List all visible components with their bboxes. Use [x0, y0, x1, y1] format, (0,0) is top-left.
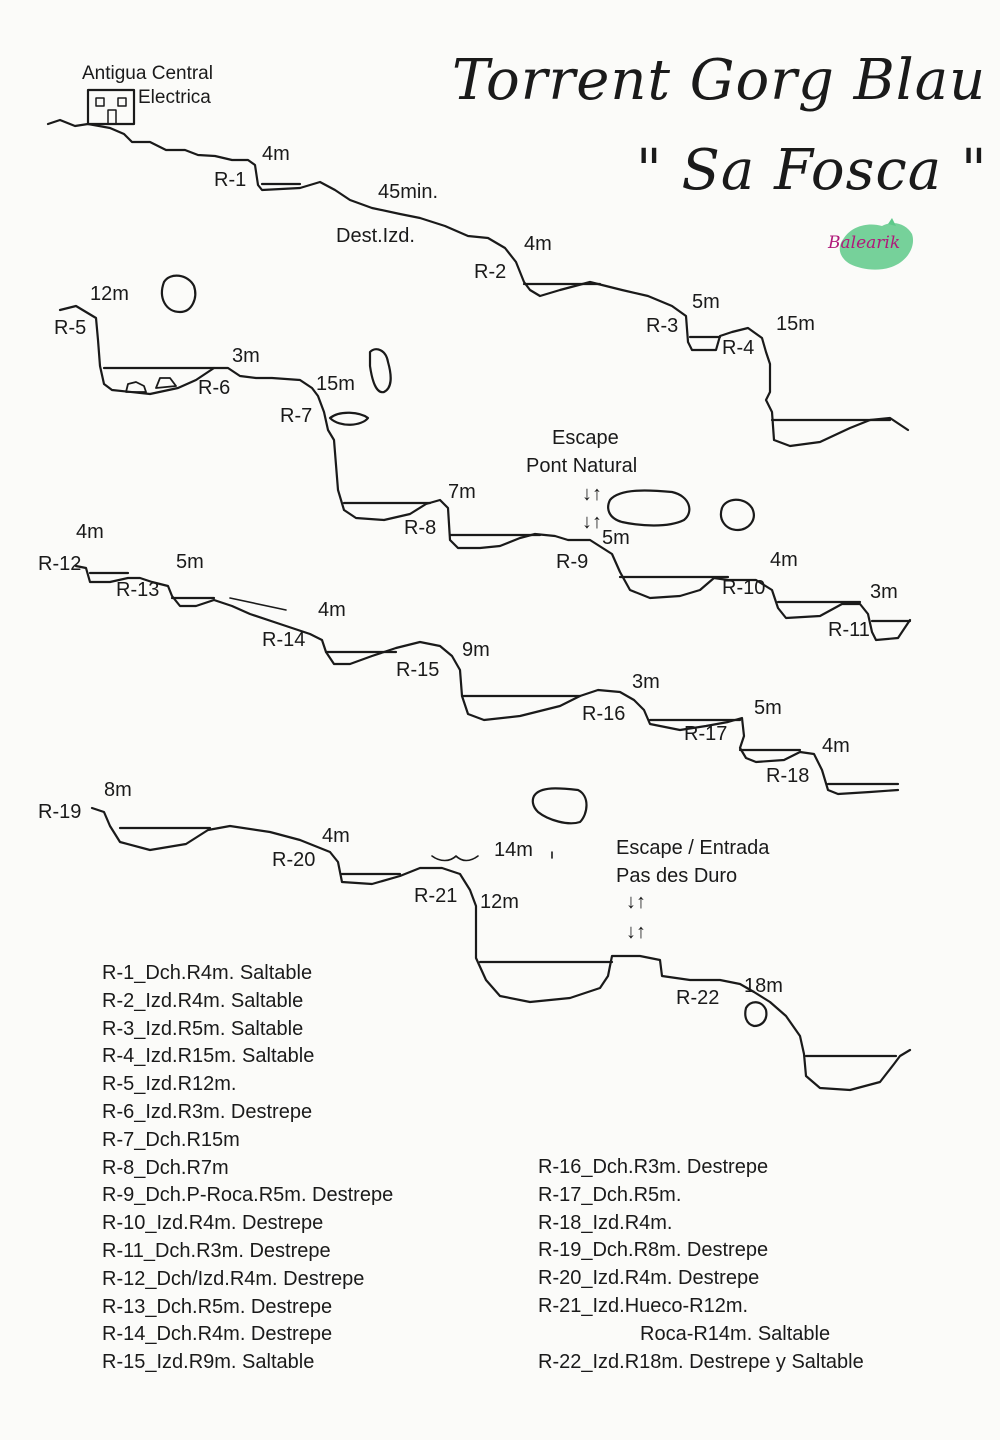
rappel-id: R-11 [828, 619, 870, 641]
legend-item: R-17_Dch.R5m. [538, 1183, 682, 1206]
rappel-height-extra: 14m [494, 839, 533, 861]
escape-2-arrow-upper: ↓↑ [626, 891, 646, 913]
rappel-id: R-6 [198, 377, 231, 399]
rappel-height: 3m [870, 581, 898, 603]
rappel-height: 3m [632, 671, 660, 693]
rappel-height: 5m [602, 527, 630, 549]
rappel-height: 4m [318, 599, 346, 621]
rappel-id: R-17 [684, 723, 728, 745]
profile-row-1 [46, 118, 910, 448]
rappel-id: R-13 [116, 579, 160, 601]
rappel-id: R-1 [214, 169, 247, 191]
rappel-id: R-2 [474, 261, 507, 283]
rappel-height: 18m [744, 975, 783, 997]
rappel-height: 8m [104, 779, 132, 801]
legend-item: Roca-R14m. Saltable [640, 1322, 831, 1345]
rappel-height: 4m [822, 735, 850, 757]
legend-item: R-1_Dch.R4m. Saltable [102, 962, 313, 984]
profile-row-2 [58, 304, 912, 642]
rappel-id: R-20 [272, 849, 316, 871]
legend-right: R-16_Dch.R3m. Destrepe R-17_Dch.R5m. R-1… [538, 1154, 864, 1376]
profile-row-4 [90, 806, 912, 1092]
rappel-height: 12m [480, 891, 519, 913]
rappel-id: R-4 [722, 337, 755, 359]
logo-text: Balearik [828, 233, 901, 253]
rappel-id: R-12 [38, 553, 82, 575]
rappel-id: R-10 [722, 577, 766, 599]
escape-1-line1: Escape [552, 427, 619, 449]
rappel-height: 15m [316, 373, 355, 395]
rappel-id: R-5 [54, 317, 87, 339]
time-note: 45min. [378, 181, 439, 203]
legend-item: R-3_Izd.R5m. Saltable [102, 1017, 304, 1040]
legend-item: R-19_Dch.R8m. Destrepe [538, 1239, 769, 1262]
rappel-id: R-18 [766, 765, 810, 787]
legend-item: R-21_Izd.Hueco-R12m. [538, 1294, 749, 1317]
rappel-id: R-9 [556, 551, 589, 573]
legend-item: R-18_Izd.R4m. [538, 1211, 673, 1234]
rappel-id: R-7 [280, 405, 313, 427]
legend-item: R-2_Izd.R4m. Saltable [102, 989, 304, 1012]
rappel-height: 15m [776, 313, 815, 335]
escape-1-line2: Pont Natural [526, 455, 638, 477]
rappel-height: 5m [176, 551, 204, 573]
rappel-id: R-19 [38, 801, 82, 823]
rappel-id: R-21 [414, 885, 458, 907]
dest-note: Dest.Izd. [336, 225, 415, 247]
legend-left: R-1_Dch.R4m. Saltable R-2_Izd.R4m. Salta… [102, 960, 393, 1377]
escape-2-line1: Escape / Entrada [616, 837, 770, 859]
escape-2-arrow-lower: ↓↑ [626, 921, 646, 943]
legend-item: R-4_Izd.R15m. Saltable [102, 1045, 315, 1068]
rappel-height: 4m [76, 521, 104, 543]
start-label-line2: Electrica [138, 87, 211, 108]
balearik-logo [839, 218, 914, 270]
legend-item: R-14_Dch.R4m. Destrepe [102, 1323, 333, 1346]
start-label-line1: Antigua Central [82, 63, 213, 84]
rappel-height: 5m [754, 697, 782, 719]
power-station-icon [86, 88, 136, 126]
legend-item: R-8_Dch.R7m [102, 1156, 229, 1179]
rappel-height: 7m [448, 481, 476, 503]
page-subtitle: " Sa Fosca " [636, 138, 988, 203]
page-title: Torrent Gorg Blau [452, 48, 987, 113]
escape-2-line2: Pas des Duro [616, 865, 738, 887]
rappel-height: 4m [262, 143, 290, 165]
legend-item: R-10_Izd.R4m. Destrepe [102, 1212, 324, 1235]
escape-1-arrow-lower: ↓↑ [582, 511, 602, 533]
rappel-height: 9m [462, 639, 490, 661]
legend-item: R-6_Izd.R3m. Destrepe [102, 1100, 313, 1123]
legend-item: R-12_Dch/Izd.R4m. Destrepe [102, 1267, 365, 1290]
legend-item: R-16_Dch.R3m. Destrepe [538, 1156, 769, 1178]
rappel-id: R-22 [676, 987, 720, 1009]
legend-item: R-22_Izd.R18m. Destrepe y Saltable [538, 1350, 864, 1373]
legend-item: R-11_Dch.R3m. Destrepe [102, 1239, 331, 1262]
rappel-height: 5m [692, 291, 720, 313]
rappel-id: R-15 [396, 659, 440, 681]
rappel-height: 4m [770, 549, 798, 571]
escape-1-arrow-upper: ↓↑ [582, 483, 602, 505]
legend-item: R-13_Dch.R5m. Destrepe [102, 1295, 333, 1318]
legend-item: R-20_Izd.R4m. Destrepe [538, 1267, 760, 1290]
legend-item: R-7_Dch.R15m [102, 1128, 240, 1151]
rappel-id: R-3 [646, 315, 679, 337]
rappel-id: R-8 [404, 517, 437, 539]
legend-item: R-9_Dch.P-Roca.R5m. Destrepe [102, 1184, 394, 1207]
legend-item: R-5_Izd.R12m. [102, 1073, 237, 1096]
legend-item: R-15_Izd.R9m. Saltable [102, 1351, 315, 1374]
rappel-id: R-16 [582, 703, 626, 725]
rappel-height: 12m [90, 283, 129, 305]
rappel-id: R-14 [262, 629, 306, 651]
rappel-height: 4m [322, 825, 350, 847]
rappel-height: 4m [524, 233, 552, 255]
rappel-height: 3m [232, 345, 260, 367]
